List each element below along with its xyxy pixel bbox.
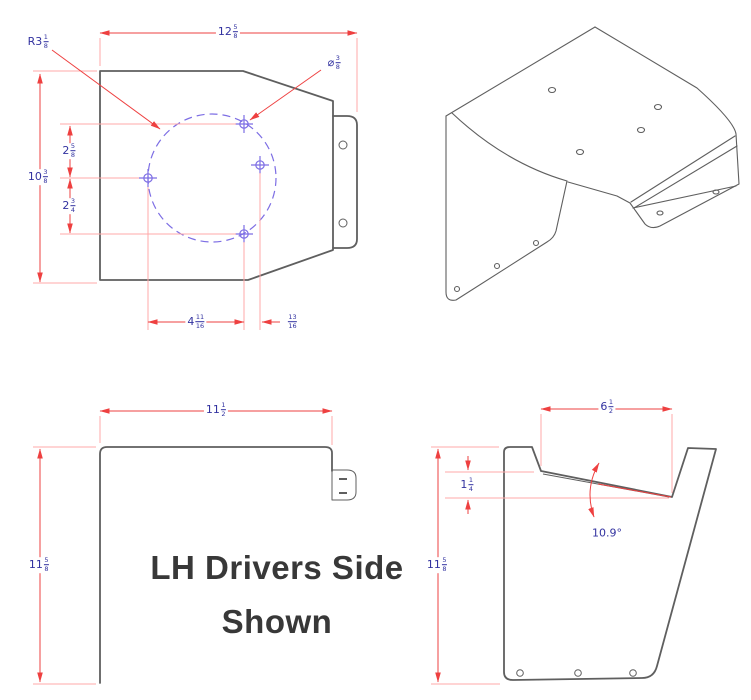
fraction: 1 2: [220, 401, 227, 418]
flange-slots: [339, 478, 347, 494]
iso-side-panel: [445, 115, 568, 301]
iso-top-hole: [653, 103, 663, 111]
mounting-flange-edge: [332, 115, 358, 249]
fraction: 13 16: [287, 313, 298, 330]
flange-hole: [338, 140, 348, 150]
dim-upper-hole-spacing: 2 5 8: [60, 142, 78, 159]
angle-reference-leg: [597, 483, 672, 498]
iso-top-hole: [636, 126, 646, 134]
drawing-caption: LH Drivers Side Shown: [150, 541, 403, 649]
dim-overall-height: 10 3 8: [25, 168, 51, 185]
isometric-view: [445, 26, 740, 301]
fraction: 1 2: [608, 398, 614, 415]
part-profile: [99, 446, 333, 684]
leader-hole-diameter: [249, 69, 322, 121]
iso-top-hole: [547, 86, 557, 94]
dim-right-height: 11 5 8: [424, 556, 450, 573]
caption-line-1: LH Drivers Side: [150, 549, 404, 586]
bottom-hole: [516, 669, 524, 677]
iso-panel-hole: [532, 239, 540, 247]
iso-flange-hole: [656, 210, 664, 216]
dim-overall-width: 12 5 8: [215, 23, 241, 40]
caption-line-2: Shown: [221, 603, 333, 640]
mounting-flange: [331, 469, 357, 501]
iso-silhouette: [567, 26, 740, 229]
fraction: 5 8: [70, 142, 76, 159]
bottom-hole: [629, 669, 637, 677]
extension-lines: [33, 38, 358, 330]
hole-crosshairs: [139, 115, 269, 243]
dim-bend-angle: 10.9°: [592, 526, 622, 540]
iso-panel-hole: [453, 285, 461, 293]
bolt-circle: [147, 113, 277, 243]
dim-lower-hole-spacing: 2 3 4: [60, 197, 78, 214]
fraction: 1 4: [468, 476, 474, 493]
iso-panel-hole: [493, 262, 501, 270]
leader-radius: [51, 49, 161, 130]
fraction: 5 8: [441, 556, 448, 573]
fraction: 1 8: [43, 33, 49, 50]
dim-side-height: 11 5 8: [26, 556, 52, 573]
fraction: 3 4: [70, 197, 76, 214]
front-view: [33, 30, 358, 330]
iso-top-ridge: [445, 26, 596, 117]
extension-lines: [33, 416, 333, 685]
dim-corner-radius: R 3 1 8: [27, 33, 49, 50]
side-view-right: [431, 406, 717, 685]
dim-edge-offset: 13 16: [284, 313, 300, 330]
flange-hole: [338, 218, 348, 228]
extension-lines: [431, 414, 673, 685]
fraction: 11 16: [195, 313, 205, 330]
iso-flange-edge: [632, 185, 737, 209]
dim-hole-diameter: ⌀ 3 8: [327, 54, 341, 71]
dim-notch-width: 6 1 2: [598, 398, 616, 415]
iso-top-hole: [575, 148, 585, 156]
fraction: 3 8: [335, 54, 341, 71]
dim-notch-depth: 1 1 4: [458, 476, 476, 493]
part-profile: [503, 446, 717, 681]
iso-flange-hole: [712, 189, 720, 195]
iso-fold-line: [451, 112, 568, 182]
fraction: 5 8: [232, 23, 239, 40]
fraction: 5 8: [43, 556, 50, 573]
dim-hole-horizontal-spacing: 4 11 16: [185, 313, 207, 330]
part-outline: [99, 70, 334, 281]
bottom-hole: [574, 669, 582, 677]
dim-side-width: 11 1 2: [203, 401, 229, 418]
fraction: 3 8: [42, 168, 49, 185]
iso-bend-edges: [630, 135, 738, 209]
angle-arc: [588, 462, 600, 518]
